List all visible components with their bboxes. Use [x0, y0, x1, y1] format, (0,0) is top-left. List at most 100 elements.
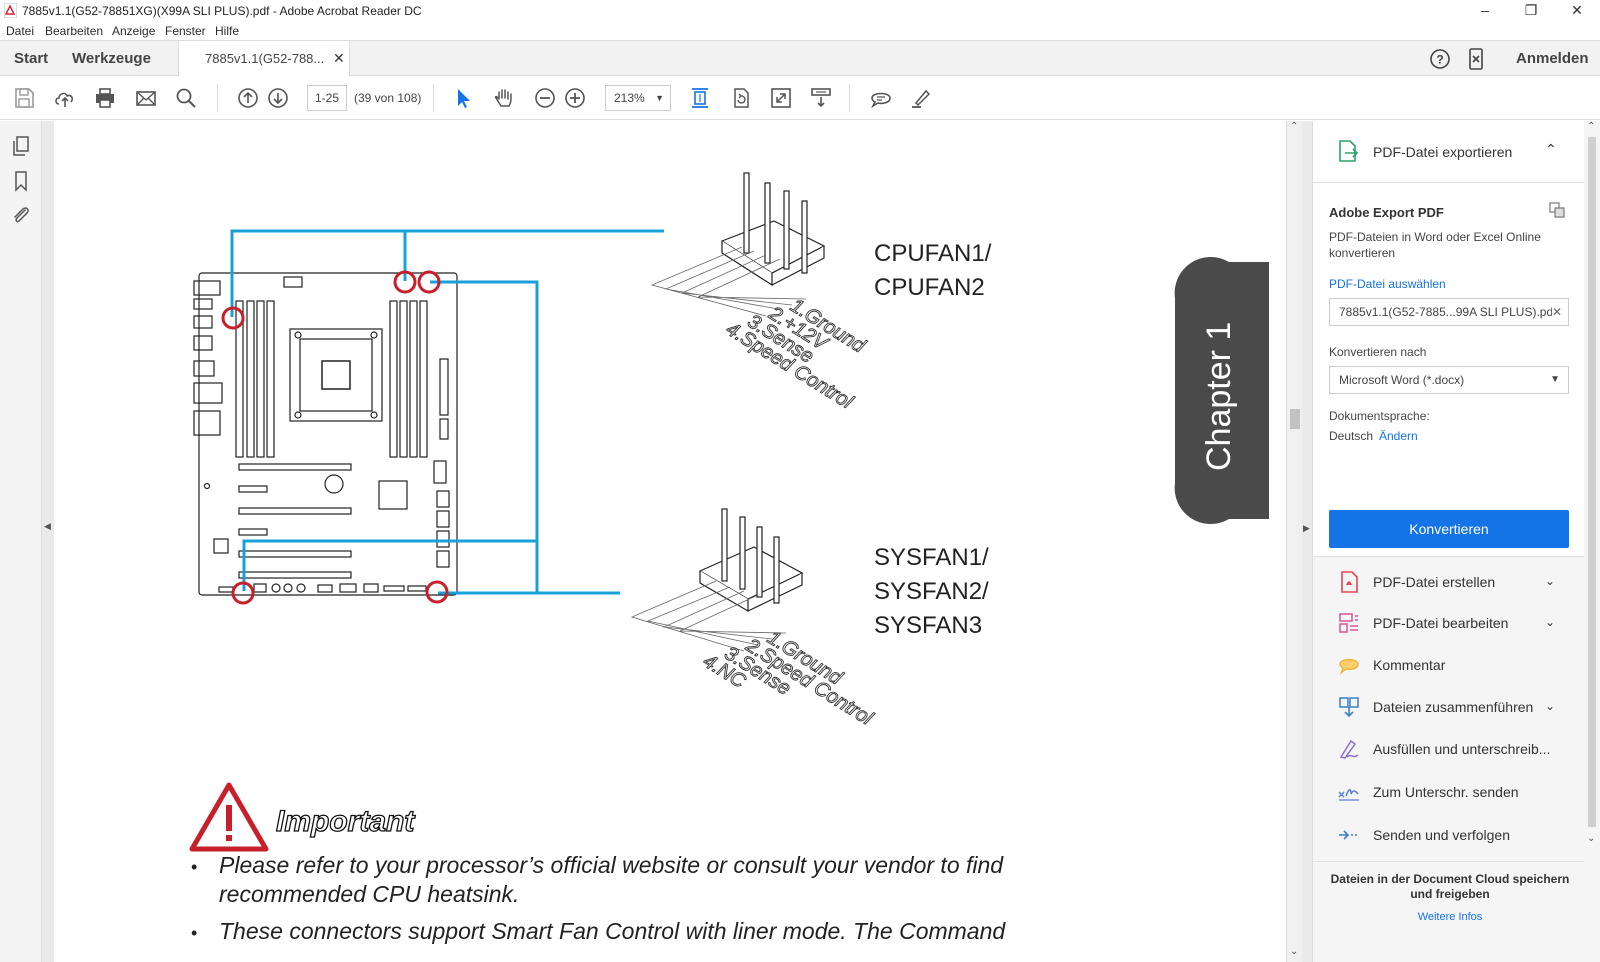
- cpufan-label-line1: CPUFAN1/: [874, 240, 992, 267]
- restore-button[interactable]: ❐: [1524, 2, 1538, 18]
- cpufan-label-line2: CPUFAN2: [874, 274, 985, 301]
- convert-format-value: Microsoft Word (*.docx): [1339, 373, 1465, 387]
- send-signature-icon: [1338, 789, 1359, 801]
- email-icon[interactable]: [134, 86, 158, 110]
- change-language-link[interactable]: Ändern: [1379, 429, 1418, 443]
- document-view[interactable]: CPUFAN1/ CPUFAN2 1.Ground 2.+12V 3.Sense…: [54, 121, 1286, 962]
- adobe-export-title: Adobe Export PDF: [1329, 205, 1444, 220]
- right-pane-toggle[interactable]: ▶: [1302, 121, 1312, 962]
- fit-page-icon[interactable]: [688, 86, 712, 110]
- tool-create-pdf-label: PDF-Datei erstellen: [1373, 574, 1496, 590]
- sign-in-button[interactable]: Anmelden: [1516, 50, 1589, 67]
- bullet-1-line1: Please refer to your processor’s officia…: [219, 852, 1004, 878]
- left-nav-pane: [0, 121, 42, 962]
- select-file-link[interactable]: PDF-Datei auswählen: [1329, 277, 1446, 291]
- tab-start[interactable]: Start: [14, 50, 49, 67]
- scroll-mode-icon[interactable]: [809, 86, 833, 110]
- comment-icon[interactable]: [869, 86, 893, 110]
- important-heading: Important: [276, 805, 416, 838]
- scroll-down-icon[interactable]: ⌄: [1290, 946, 1299, 957]
- tool-create-pdf[interactable]: PDF-Datei erstellen ⌄: [1313, 562, 1585, 604]
- doc-language-value: Deutsch: [1329, 429, 1374, 443]
- export-description: PDF-Dateien in Word oder Excel Online ko…: [1329, 230, 1541, 260]
- chapter-tab: Chapter 1: [1174, 256, 1269, 525]
- export-pdf-title: PDF-Datei exportieren: [1373, 144, 1513, 160]
- bookmark-icon[interactable]: [10, 170, 32, 192]
- help-icon[interactable]: ?: [1429, 48, 1451, 70]
- tool-edit-pdf[interactable]: PDF-Datei bearbeiten ⌄: [1313, 603, 1585, 645]
- connector-lines: [230, 229, 664, 595]
- scroll-thumb[interactable]: [1290, 409, 1300, 429]
- toolbar: 1-25 (39 von 108) 213%▼: [0, 76, 1600, 120]
- cpufan-connector-diagram: [650, 172, 826, 317]
- tab-werkzeuge[interactable]: Werkzeuge: [72, 50, 151, 67]
- select-tool-icon[interactable]: [452, 86, 476, 110]
- send-track-icon: [1339, 830, 1357, 840]
- hand-tool-icon[interactable]: [492, 86, 516, 110]
- scroll-down-icon[interactable]: ⌄: [1587, 833, 1596, 844]
- page-number-input[interactable]: 1-25: [307, 85, 347, 111]
- tool-comment[interactable]: Kommentar: [1313, 645, 1585, 687]
- export-pdf-header[interactable]: PDF-Datei exportieren ⌃: [1313, 121, 1585, 183]
- save-icon[interactable]: [12, 86, 36, 110]
- convert-button[interactable]: Konvertieren: [1329, 510, 1569, 548]
- menu-anzeige[interactable]: Anzeige: [112, 24, 156, 38]
- export-pdf-section: Adobe Export PDF PDF-Dateien in Word ode…: [1313, 183, 1585, 557]
- zoom-out-icon[interactable]: [533, 86, 557, 110]
- chevron-down-icon: ⌄: [1545, 615, 1556, 629]
- zoom-select[interactable]: 213%▼: [605, 85, 671, 111]
- convert-to-label: Konvertieren nach: [1329, 345, 1427, 359]
- doc-language-label: Dokumentsprache:: [1329, 409, 1430, 423]
- print-icon[interactable]: [93, 86, 117, 110]
- document-scrollbar[interactable]: ⌃ ⌄: [1286, 121, 1302, 962]
- close-window-button[interactable]: ✕: [1571, 2, 1583, 18]
- selected-file-field[interactable]: 7885v1.1(G52-7885...99A SLI PLUS).pdf ✕: [1329, 298, 1569, 326]
- upload-cloud-icon[interactable]: [53, 86, 77, 110]
- acrobat-app-icon: [4, 3, 17, 18]
- clear-file-icon[interactable]: ✕: [1551, 299, 1562, 325]
- tools-scroll-thumb[interactable]: [1588, 137, 1596, 827]
- mobile-link-icon[interactable]: [1467, 48, 1485, 70]
- sysfan-connector-diagram: [630, 508, 804, 652]
- zoom-in-icon[interactable]: [563, 86, 587, 110]
- previous-page-icon[interactable]: [236, 86, 260, 110]
- tab-document[interactable]: 7885v1.1(G52-788... ✕: [178, 41, 350, 77]
- left-pane-toggle[interactable]: ◀: [42, 121, 54, 962]
- tool-combine-files-label: Dateien zusammenführen: [1373, 699, 1534, 715]
- tool-send-for-signature[interactable]: Zum Unterschr. senden: [1313, 772, 1585, 814]
- minimize-button[interactable]: –: [1481, 2, 1489, 18]
- rotate-page-icon[interactable]: [729, 86, 753, 110]
- scroll-up-icon[interactable]: ⌃: [1290, 121, 1299, 132]
- menu-hilfe[interactable]: Hilfe: [215, 24, 240, 38]
- fullscreen-icon[interactable]: [769, 86, 793, 110]
- collapse-right-icon[interactable]: ▶: [1303, 523, 1310, 533]
- window-title: 7885v1.1(G52-78851XG)(X99A SLI PLUS).pdf…: [22, 4, 422, 18]
- menu-bar: Datei Bearbeiten Anzeige Fenster Hilfe: [0, 22, 1600, 40]
- document-tab-label: 7885v1.1(G52-788...: [205, 51, 325, 66]
- search-icon[interactable]: [174, 86, 198, 110]
- tool-combine-files[interactable]: Dateien zusammenführen ⌄: [1313, 687, 1585, 729]
- copy-icon[interactable]: [1549, 202, 1565, 218]
- tool-comment-label: Kommentar: [1373, 657, 1446, 673]
- bullet-1-line2: recommended CPU heatsink.: [219, 881, 519, 907]
- tool-fill-sign[interactable]: Ausfüllen und unterschreib...: [1313, 729, 1585, 771]
- menu-bearbeiten[interactable]: Bearbeiten: [45, 24, 104, 38]
- highlight-pen-icon[interactable]: [909, 86, 933, 110]
- next-page-icon[interactable]: [266, 86, 290, 110]
- convert-format-select[interactable]: Microsoft Word (*.docx) ▼: [1329, 366, 1569, 394]
- cloud-promo: Dateien in der Document Cloud speichern …: [1313, 861, 1585, 962]
- attachment-icon[interactable]: [10, 204, 32, 226]
- tool-send-track[interactable]: Senden und verfolgen: [1313, 815, 1585, 857]
- tools-panel-scrollbar[interactable]: ⌃ ⌄: [1584, 121, 1600, 962]
- more-info-link[interactable]: Weitere Infos: [1417, 911, 1483, 923]
- page-thumbnails-icon[interactable]: [10, 135, 32, 157]
- tool-fill-sign-label: Ausfüllen und unterschreib...: [1373, 741, 1551, 757]
- collapse-left-icon[interactable]: ◀: [44, 521, 51, 531]
- zoom-value: 213%: [614, 91, 645, 105]
- close-tab-icon[interactable]: ✕: [333, 50, 345, 66]
- menu-datei[interactable]: Datei: [6, 24, 35, 38]
- chevron-up-icon[interactable]: ⌃: [1545, 141, 1557, 157]
- menu-fenster[interactable]: Fenster: [165, 24, 206, 38]
- scroll-up-icon[interactable]: ⌃: [1587, 121, 1596, 132]
- comment-tool-icon: [1339, 658, 1359, 675]
